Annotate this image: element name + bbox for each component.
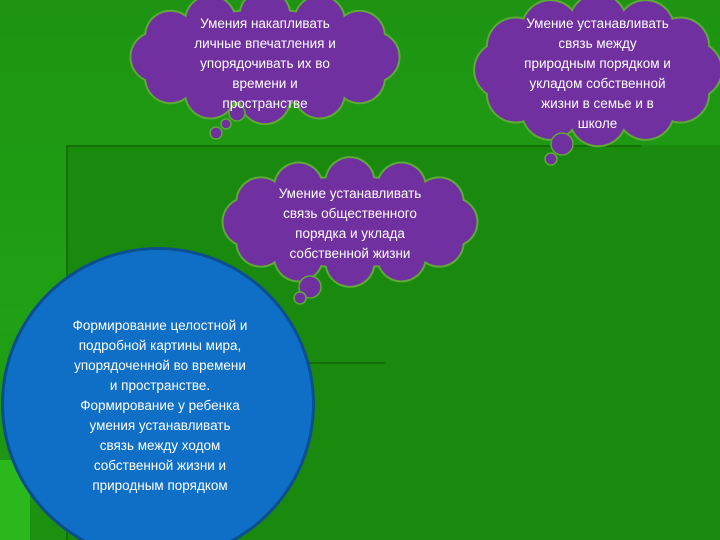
cloud-center-fill: [223, 158, 477, 286]
cloud-left-tail-bubble-1: [220, 118, 232, 130]
circle-text: Формирование целостной и подробной карти…: [72, 318, 248, 493]
panel-inner-line: [290, 362, 385, 364]
cloud-right-text: Умение устанавливать связь между природн…: [524, 16, 671, 131]
cloud-left-fill: [131, 0, 399, 124]
cloud-center-body: [241, 177, 459, 267]
cloud-left-text: Умения накапливать личные впечатления и …: [194, 16, 336, 111]
cloud-center-tail-bubble-0: [298, 275, 322, 299]
cloud-left: [129, 0, 401, 140]
cloud-left-body: [150, 10, 380, 104]
cloud-right-tail-bubble-0: [550, 132, 574, 156]
circle-main: [4, 250, 312, 540]
cloud-center-tail-bubble-1: [293, 291, 307, 305]
cloud-center-text: Умение устанавливать связь общественного…: [278, 186, 422, 261]
cloud-right-tail-bubble-1: [544, 152, 558, 166]
panel-edge-line: [66, 145, 641, 147]
cloud-right: [473, 0, 720, 166]
cloud-right-fill: [475, 0, 720, 146]
cloud-left-tail-bubble-0: [228, 104, 246, 122]
cloud-right-body: [497, 17, 699, 123]
cloud-center: [221, 156, 479, 305]
cloud-left-tail-bubble-2: [209, 126, 223, 140]
